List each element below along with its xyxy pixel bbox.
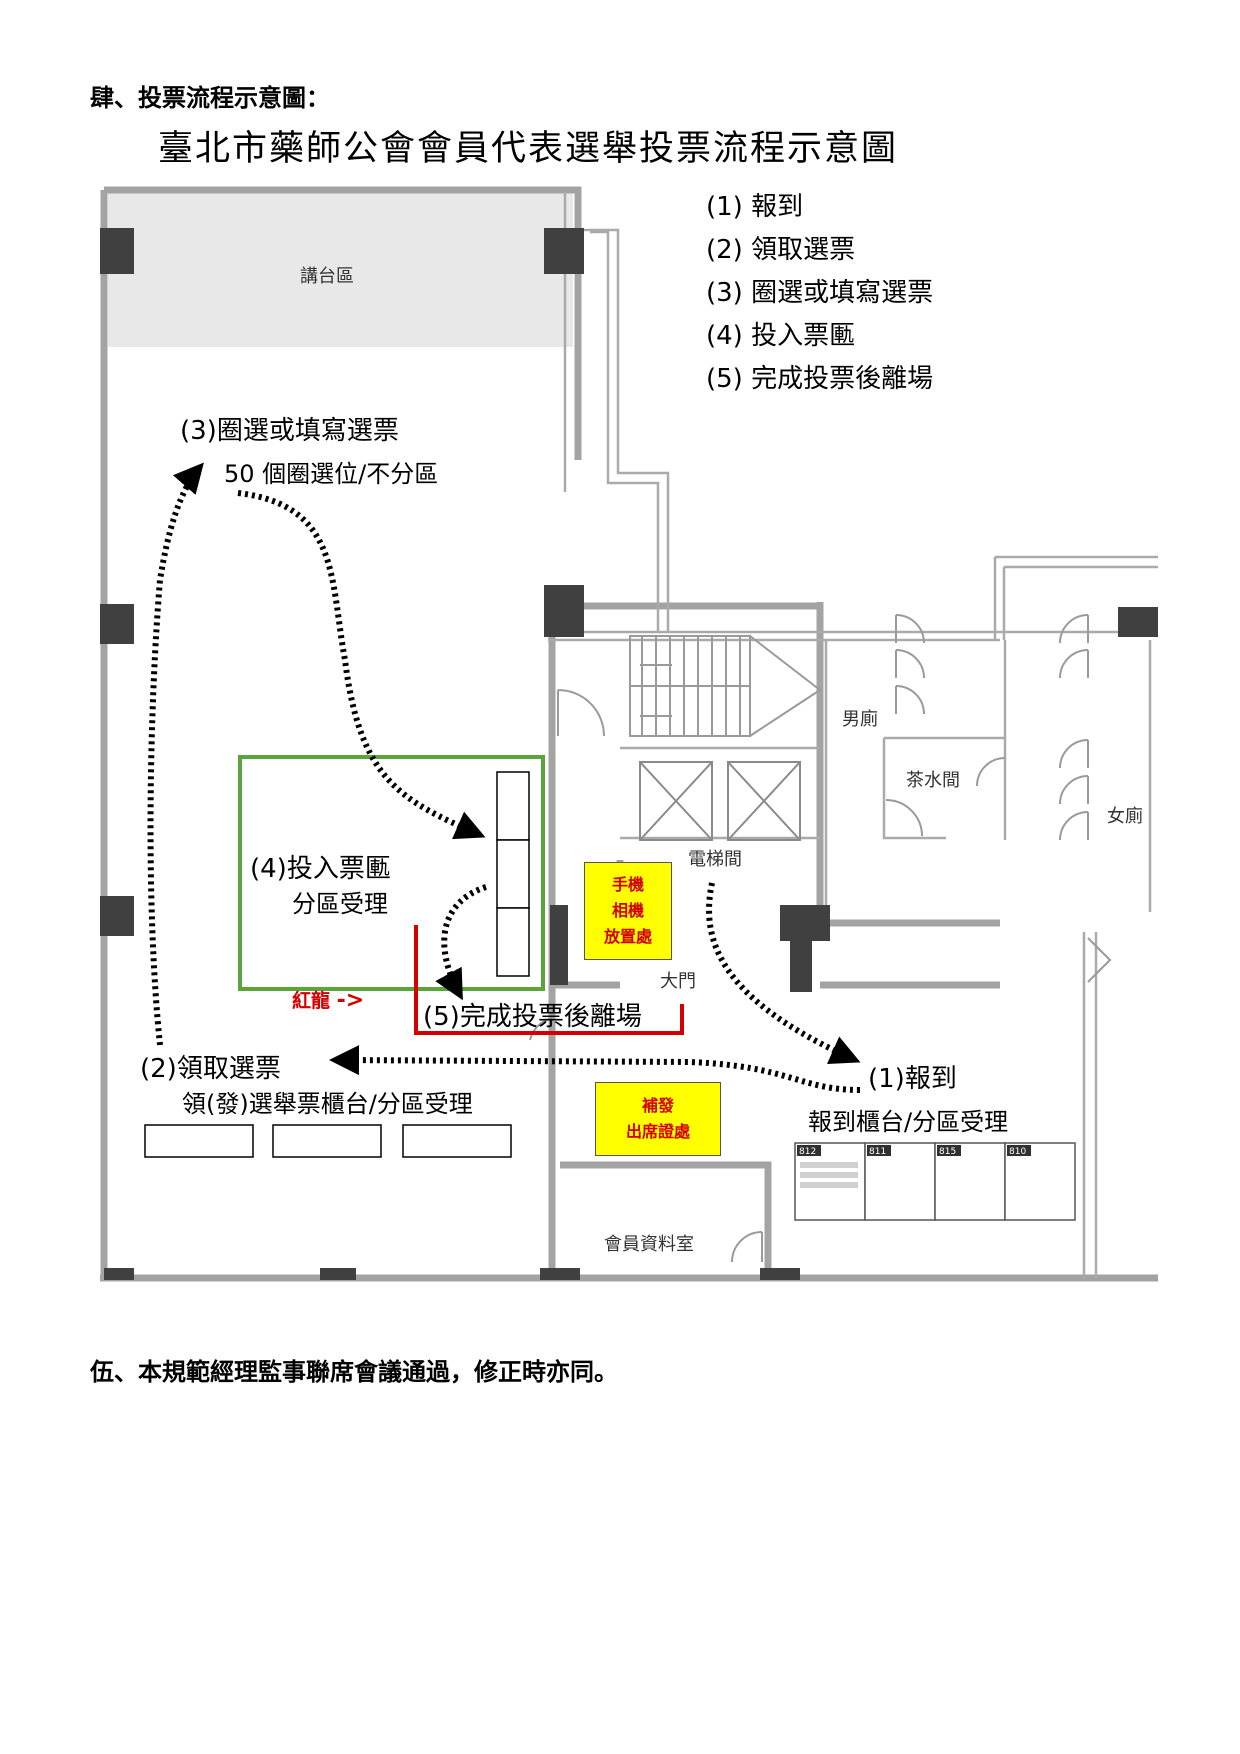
- flow-path-2-to-3: [147, 462, 204, 1046]
- flow-paths: [147, 462, 861, 1093]
- staircase: [629, 635, 822, 737]
- thin-walls: [548, 192, 1158, 1278]
- counter-number: 810: [1009, 1147, 1026, 1157]
- elevators: [639, 761, 801, 841]
- section-4-heading: 肆、投票流程示意圖：: [90, 83, 330, 112]
- attendance-card-reissue: 補發出席證處: [595, 1082, 721, 1156]
- restroom-doors: [529, 614, 1112, 1263]
- room-label-stage: 講台區: [300, 266, 354, 287]
- ballot-box-zone: [238, 755, 545, 991]
- counter-number-text: 812 811 815 810: [799, 1147, 1026, 1157]
- legend-item-3: (3) 圈選或填寫選票: [706, 278, 934, 308]
- step3-note: 50 個圈選位/不分區: [224, 460, 439, 488]
- step2-title: (2)領取選票: [140, 1054, 281, 1084]
- step4-note: 分區受理: [292, 890, 388, 918]
- counter-number: 811: [869, 1147, 886, 1157]
- section-5-text: 伍、本規範經理監事聯席會議通過，修正時亦同。: [90, 1357, 618, 1386]
- flow-path-4-to-5: [435, 884, 487, 1001]
- step3-title: (3)圈選或填寫選票: [180, 416, 399, 446]
- distribution-counters: [144, 1124, 512, 1158]
- check-in-counter-tags: [797, 1145, 1031, 1156]
- step1-title: (1)報到: [868, 1064, 957, 1094]
- room-label-member-records: 會員資料室: [604, 1234, 694, 1255]
- counter-number: 812: [799, 1147, 816, 1157]
- room-label-mens-restroom: 男廁: [842, 709, 878, 730]
- legend-item-4: (4) 投入票匭: [706, 321, 856, 351]
- ballot-boxes: [496, 771, 530, 977]
- flow-path-1-to-2: [329, 1045, 861, 1093]
- pillars: [100, 228, 1158, 1280]
- diagram-title: 臺北市藥師公會會員代表選舉投票流程示意圖: [158, 129, 899, 169]
- phone-camera-storage: 手機相機放置處: [584, 862, 672, 960]
- check-in-counters: [794, 1142, 1076, 1221]
- step5-title: (5)完成投票後離場: [423, 1002, 642, 1032]
- red-rope-line: [414, 925, 684, 1035]
- counter-number: 815: [939, 1147, 956, 1157]
- room-label-tea-room: 茶水間: [906, 770, 960, 791]
- flow-path-door-to-1: [706, 882, 861, 1064]
- step1-note: 報到櫃台/分區受理: [808, 1108, 1009, 1136]
- room-label-womens-restroom: 女廁: [1107, 806, 1143, 827]
- room-label-elevator-hall: 電梯間: [688, 849, 742, 870]
- room-label-main-door: 大門: [660, 971, 696, 992]
- legend-item-1: (1) 報到: [706, 192, 804, 222]
- stage-area: [108, 192, 573, 347]
- counter-placeholder-lines: [800, 1162, 858, 1188]
- flow-path-3-to-4: [237, 490, 486, 840]
- legend-item-5: (5) 完成投票後離場: [706, 364, 934, 394]
- step2-note: 領(發)選舉票櫃台/分區受理: [182, 1090, 473, 1118]
- legend-item-2: (2) 領取選票: [706, 235, 856, 265]
- step4-title: (4)投入票匭: [250, 854, 391, 884]
- red-rope-label: 紅龍 ->: [292, 988, 365, 1013]
